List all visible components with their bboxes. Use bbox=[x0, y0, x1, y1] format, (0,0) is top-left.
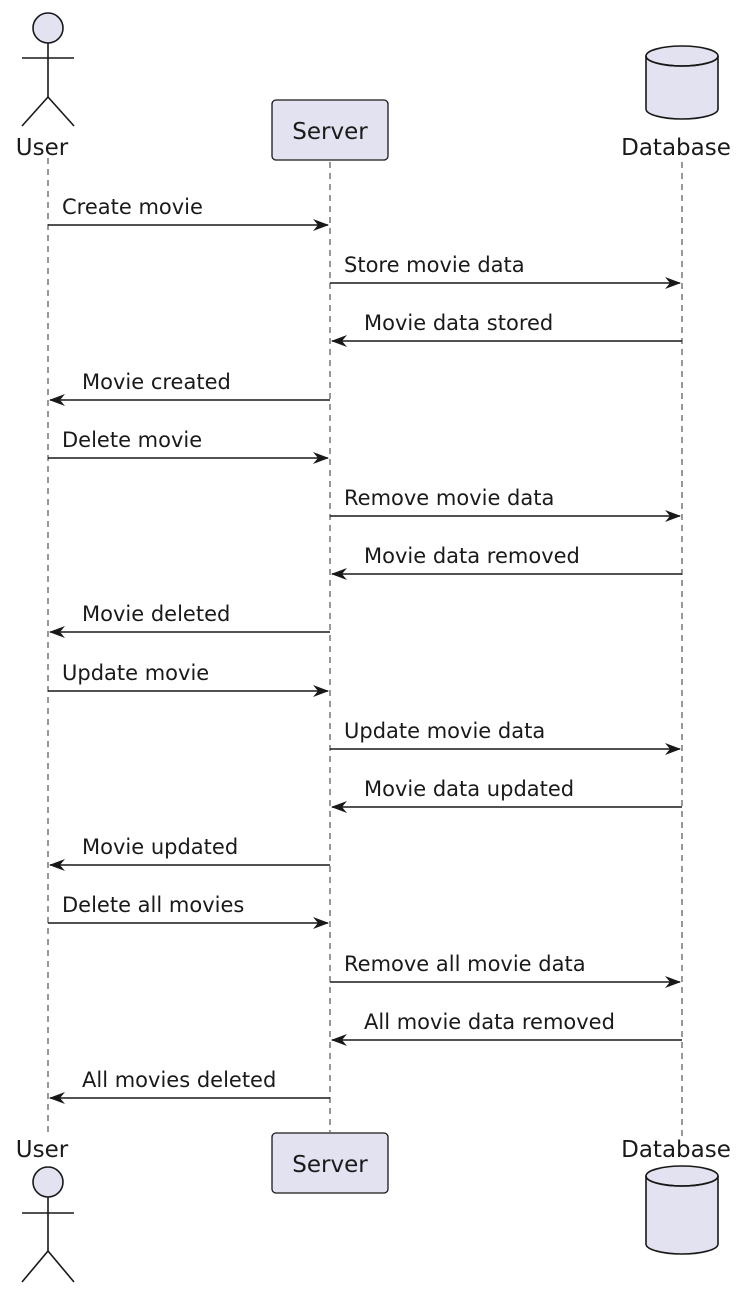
participant-label-user-bottom: User bbox=[16, 1137, 69, 1163]
message-label: Store movie data bbox=[344, 253, 525, 277]
participant-label-server-bottom: Server bbox=[292, 1152, 368, 1178]
message-label: Remove all movie data bbox=[344, 952, 586, 976]
message-label: Delete all movies bbox=[62, 893, 244, 917]
message-label: Movie updated bbox=[82, 835, 238, 859]
message-label: Delete movie bbox=[62, 428, 202, 452]
message-label: All movies deleted bbox=[82, 1068, 276, 1092]
message-label: Update movie data bbox=[344, 719, 545, 743]
message-label: Movie data removed bbox=[364, 544, 580, 568]
database-cylinder-icon bbox=[645, 45, 719, 120]
actor-figure-icon bbox=[21, 1166, 75, 1283]
actor-figure-icon bbox=[21, 12, 75, 127]
participant-database-top: Database bbox=[621, 45, 731, 161]
message-label: Remove movie data bbox=[344, 486, 554, 510]
participant-label-server-top: Server bbox=[292, 119, 368, 145]
message-label: All movie data removed bbox=[364, 1010, 615, 1034]
participant-box bbox=[271, 99, 389, 161]
message-label: Movie created bbox=[82, 370, 231, 394]
participant-label-database-bottom: Database bbox=[621, 1137, 731, 1163]
message-label: Create movie bbox=[62, 195, 203, 219]
message-label: Movie data updated bbox=[364, 777, 574, 801]
participant-server-bottom: Server bbox=[271, 1132, 389, 1194]
actor-user-bottom: User bbox=[16, 1137, 75, 1283]
participant-label-database-top: Database bbox=[621, 135, 731, 161]
participant-server-top: Server bbox=[271, 99, 389, 161]
actor-user-top: User bbox=[16, 12, 75, 161]
participant-label-user-top: User bbox=[16, 135, 69, 161]
message-label: Movie data stored bbox=[364, 311, 553, 335]
participant-database-bottom: Database bbox=[621, 1137, 731, 1255]
message-label: Movie deleted bbox=[82, 602, 230, 626]
database-cylinder-icon bbox=[645, 1165, 719, 1255]
message-label: Update movie bbox=[62, 661, 209, 685]
participant-box bbox=[271, 1132, 389, 1194]
